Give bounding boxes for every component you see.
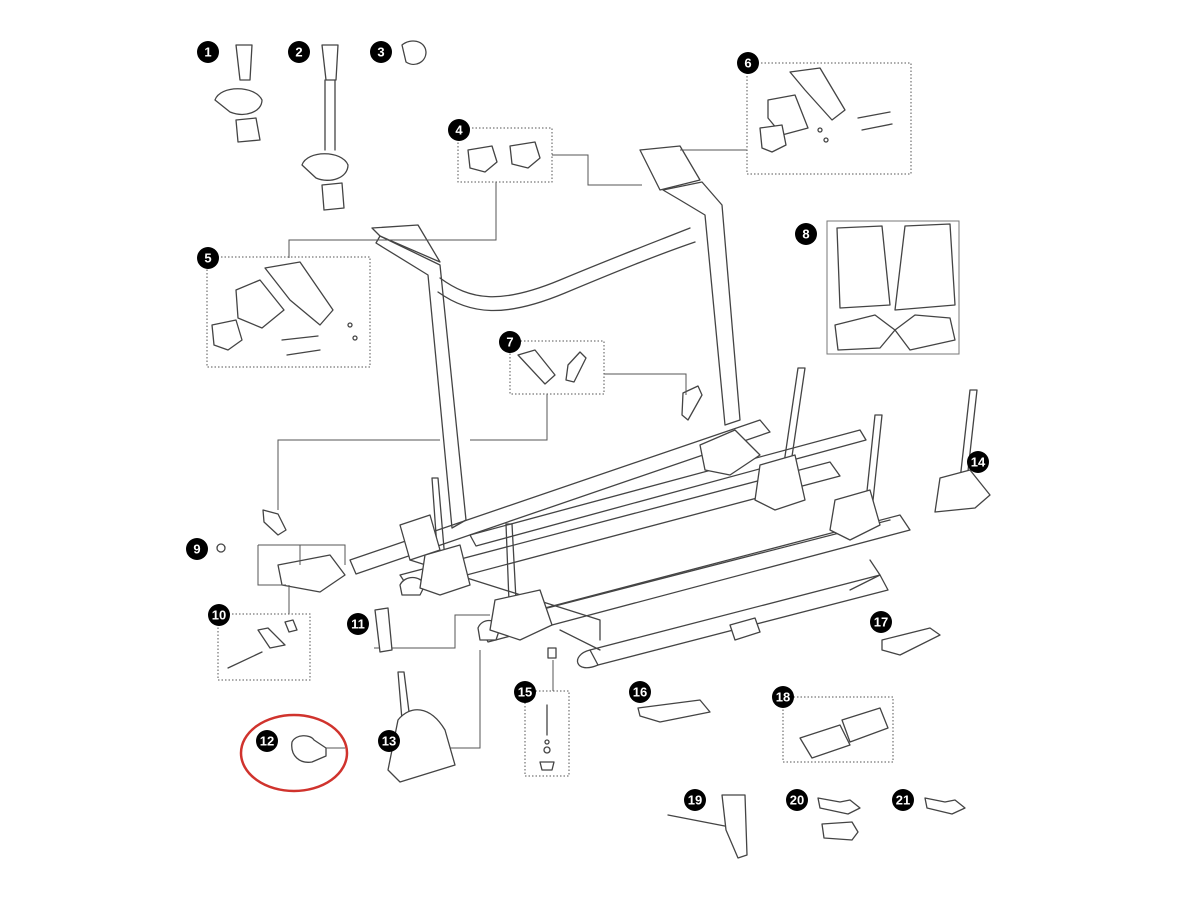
- callout-label: 17: [874, 615, 888, 630]
- callout-14: 14: [967, 451, 989, 473]
- callout-label: 10: [212, 608, 226, 623]
- callout-label: 5: [204, 251, 211, 266]
- callout-label: 1: [204, 45, 211, 60]
- highlight-circle: [239, 713, 349, 793]
- callout-label: 4: [455, 123, 463, 138]
- callout-2: 2: [288, 41, 310, 63]
- callout-13: 13: [378, 730, 400, 752]
- callout-label: 19: [688, 793, 702, 808]
- callout-12: 12: [256, 730, 278, 752]
- callout-label: 9: [193, 542, 200, 557]
- bike-rack-frame: [262, 145, 911, 669]
- kit-box-15: [524, 690, 570, 777]
- callout-9: 9: [186, 538, 208, 560]
- callout-label: 14: [971, 455, 986, 470]
- callout-11: 11: [347, 613, 369, 635]
- callout-label: 11: [351, 617, 365, 632]
- callout-label: 6: [744, 56, 751, 71]
- kit-box-8: [826, 220, 960, 355]
- callout-label: 16: [633, 685, 647, 700]
- callout-label: 18: [776, 690, 790, 705]
- callout-1: 1: [197, 41, 219, 63]
- callout-8: 8: [795, 223, 817, 245]
- callout-label: 13: [382, 734, 396, 749]
- callout-19: 19: [684, 789, 706, 811]
- callout-label: 7: [506, 335, 513, 350]
- callout-21: 21: [892, 789, 914, 811]
- callout-3: 3: [370, 41, 392, 63]
- kit-box-5: [206, 256, 371, 368]
- callout-6: 6: [737, 52, 759, 74]
- callout-label: 8: [802, 227, 809, 242]
- callout-label: 12: [260, 734, 274, 749]
- callout-4: 4: [448, 119, 470, 141]
- kit-box-10: [217, 613, 311, 681]
- kit-box-7: [509, 340, 605, 395]
- callout-17: 17: [870, 611, 892, 633]
- kit-box-6: [746, 62, 912, 175]
- callout-label: 20: [790, 793, 804, 808]
- callout-16: 16: [629, 681, 651, 703]
- callout-10: 10: [208, 604, 230, 626]
- kit-box-4: [457, 127, 553, 183]
- callout-18: 18: [772, 686, 794, 708]
- callout-label: 3: [377, 45, 384, 60]
- callout-5: 5: [197, 247, 219, 269]
- callout-label: 21: [896, 793, 910, 808]
- callout-label: 2: [295, 45, 302, 60]
- part-12-sketch: [291, 735, 327, 763]
- part-sketches: [211, 40, 991, 859]
- callout-20: 20: [786, 789, 808, 811]
- callout-label: 15: [518, 685, 532, 700]
- callout-15: 15: [514, 681, 536, 703]
- callout-7: 7: [499, 331, 521, 353]
